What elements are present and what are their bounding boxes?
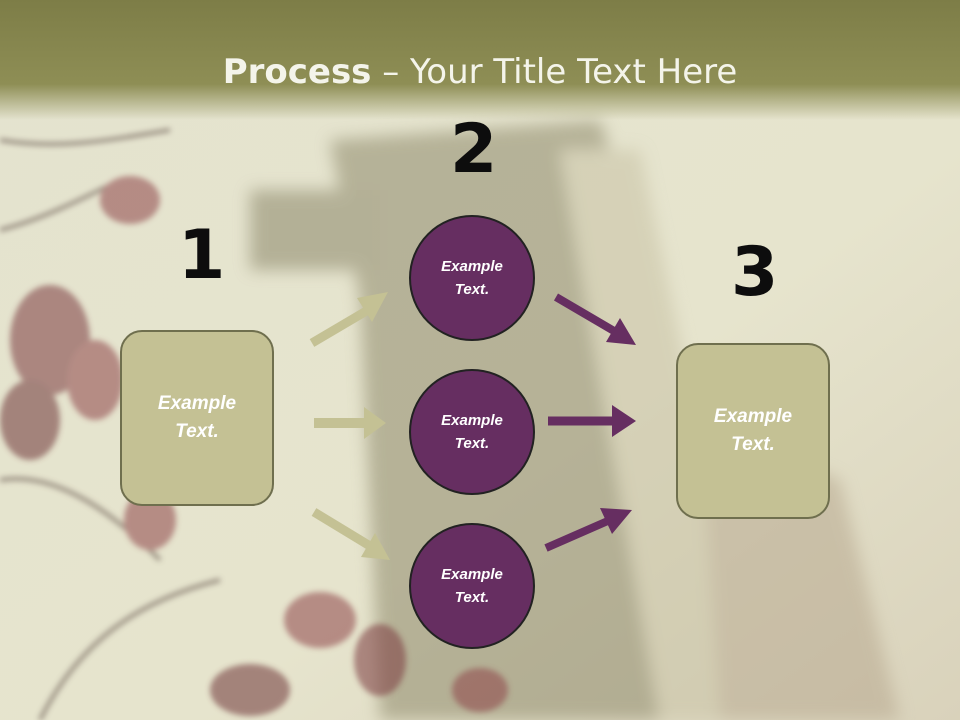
circle-top-text: Example Text. — [441, 257, 503, 298]
circle-middle: Example Text. — [409, 369, 535, 495]
step-number-2: 2 — [450, 110, 498, 189]
title-bold: Process — [222, 52, 372, 92]
slide-title: Process – Your Title Text Here — [0, 52, 960, 92]
left-step-text: Example Text. — [157, 392, 237, 443]
circle-bottom: Example Text. — [409, 523, 535, 649]
arrow-left-down — [311, 508, 390, 560]
arrow-right-down — [553, 293, 636, 345]
step-number-1: 1 — [178, 216, 226, 295]
arrow-right-up — [544, 508, 632, 552]
step-number-3: 3 — [731, 233, 779, 312]
right-step-box: Example Text. — [676, 343, 830, 519]
arrow-left-middle — [314, 407, 386, 439]
circle-top: Example Text. — [409, 215, 535, 341]
circle-middle-text: Example Text. — [441, 411, 503, 452]
arrow-right-middle — [548, 405, 636, 437]
circle-bottom-text: Example Text. — [441, 565, 503, 606]
arrow-left-up — [309, 292, 388, 347]
title-rest: – Your Title Text Here — [371, 52, 738, 92]
right-step-text: Example Text. — [713, 405, 793, 456]
title-bar — [0, 0, 960, 120]
left-step-box: Example Text. — [120, 330, 274, 506]
